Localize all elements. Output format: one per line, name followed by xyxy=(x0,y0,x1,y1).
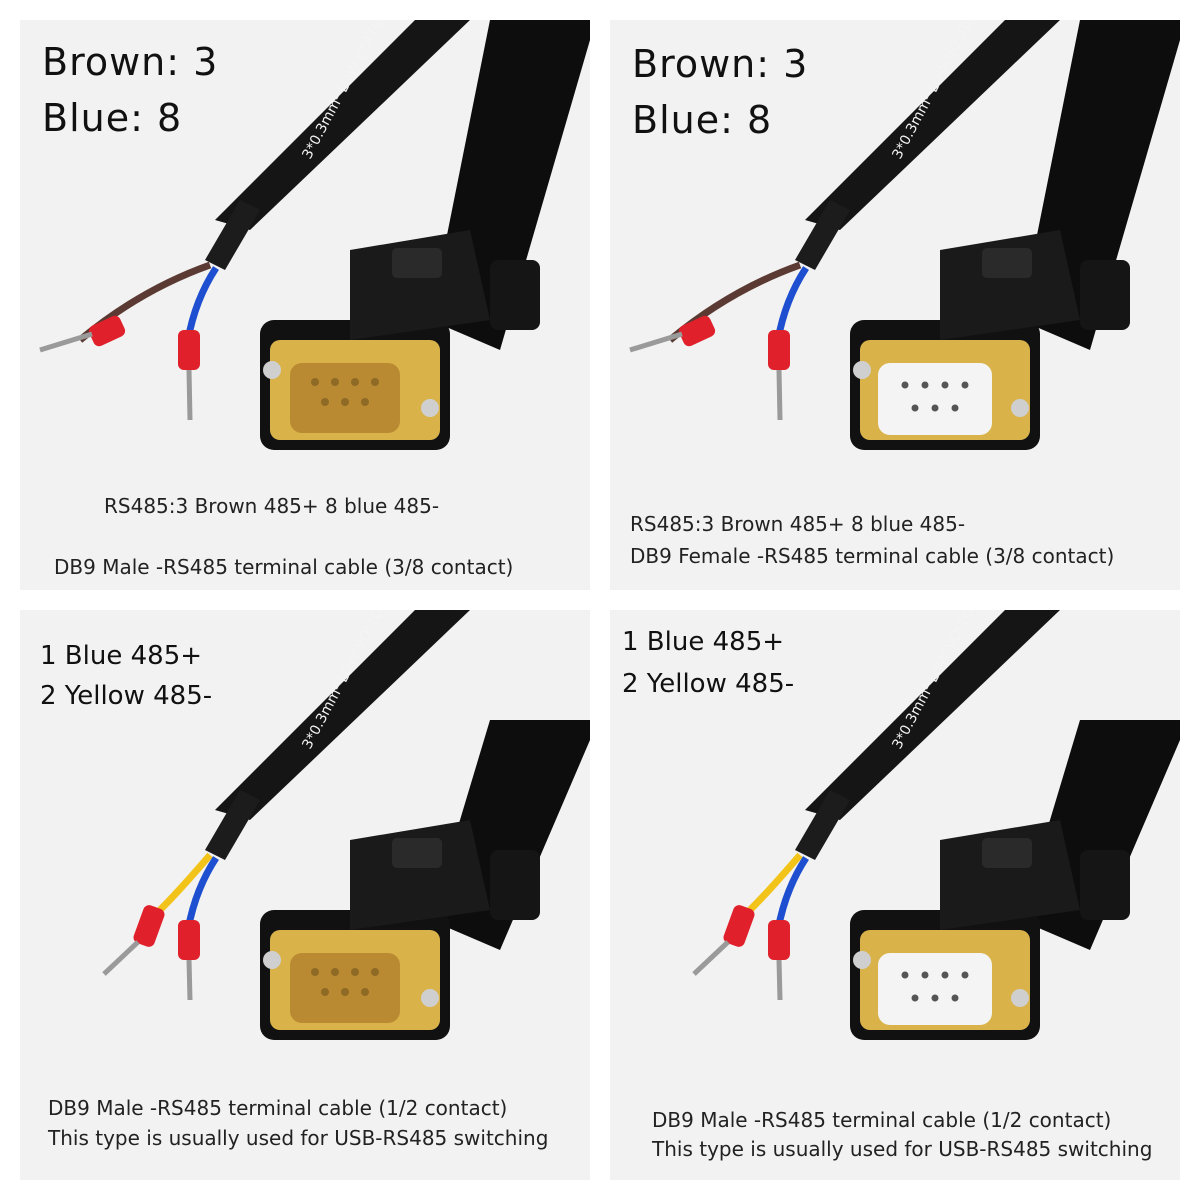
caption-product: DB9 Male -RS485 terminal cable (1/2 cont… xyxy=(48,1096,508,1120)
wire-assignment-line-1: 1 Blue 485+ xyxy=(622,627,785,657)
wire-assignment-line-2: Blue: 8 xyxy=(632,98,773,142)
wire-assignment-line-2: 2 Yellow 485- xyxy=(622,669,795,699)
wire-assignment-line-1: Brown: 3 xyxy=(632,42,809,86)
cable-photo: 3*0.3mm² LOW VOLTGE xyxy=(610,610,1180,1070)
cable-photo: 3*0.3mm² LOW VOLTGE xyxy=(610,20,1180,480)
wire-assignment-line-1: 1 Blue 485+ xyxy=(40,641,203,671)
wire-assignment-line-2: Blue: 8 xyxy=(42,96,183,140)
wire-assignment-line-2: 2 Yellow 485- xyxy=(40,681,213,711)
product-panel-db9-female-1-2: 3*0.3mm² LOW VOLTGE 1 Blue 485+ 2 Yellow… xyxy=(610,610,1180,1180)
db9-female-cable-illustration: 3*0.3mm² LOW VOLTGE xyxy=(610,20,1180,480)
caption-usage: This type is usually used for USB-RS485 … xyxy=(48,1126,549,1150)
caption-product: DB9 Male -RS485 terminal cable (1/2 cont… xyxy=(652,1108,1112,1132)
cable-photo: 3*0.3mm² LOW VOLTGE xyxy=(20,20,590,480)
caption-pinout: RS485:3 Brown 485+ 8 blue 485- xyxy=(630,512,966,536)
wire-assignment-line-1: Brown: 3 xyxy=(42,40,219,84)
db9-female-cable-illustration: 3*0.3mm² LOW VOLTGE xyxy=(610,610,1180,1070)
caption-product: DB9 Male -RS485 terminal cable (3/8 cont… xyxy=(54,555,514,579)
product-panel-db9-male-3-8: 3*0.3mm² LOW VOLTGE Brown: 3 Blue: 8 RS4… xyxy=(20,20,590,590)
caption-product: DB9 Female -RS485 terminal cable (3/8 co… xyxy=(630,544,1115,568)
db9-male-cable-illustration: 3*0.3mm² LOW VOLTGE xyxy=(20,20,590,480)
cable-photo: 3*0.3mm² LOW VOLTGE xyxy=(20,610,590,1070)
caption-usage: This type is usually used for USB-RS485 … xyxy=(652,1137,1153,1161)
product-panel-db9-female-3-8: 3*0.3mm² LOW VOLTGE Brown: 3 Blue: 8 RS4… xyxy=(610,20,1180,590)
db9-male-cable-illustration: 3*0.3mm² LOW VOLTGE xyxy=(20,610,590,1070)
caption-pinout: RS485:3 Brown 485+ 8 blue 485- xyxy=(104,494,440,518)
product-panel-db9-male-1-2: 3*0.3mm² LOW VOLTGE 1 Blue 485+ 2 Yellow… xyxy=(20,610,590,1180)
